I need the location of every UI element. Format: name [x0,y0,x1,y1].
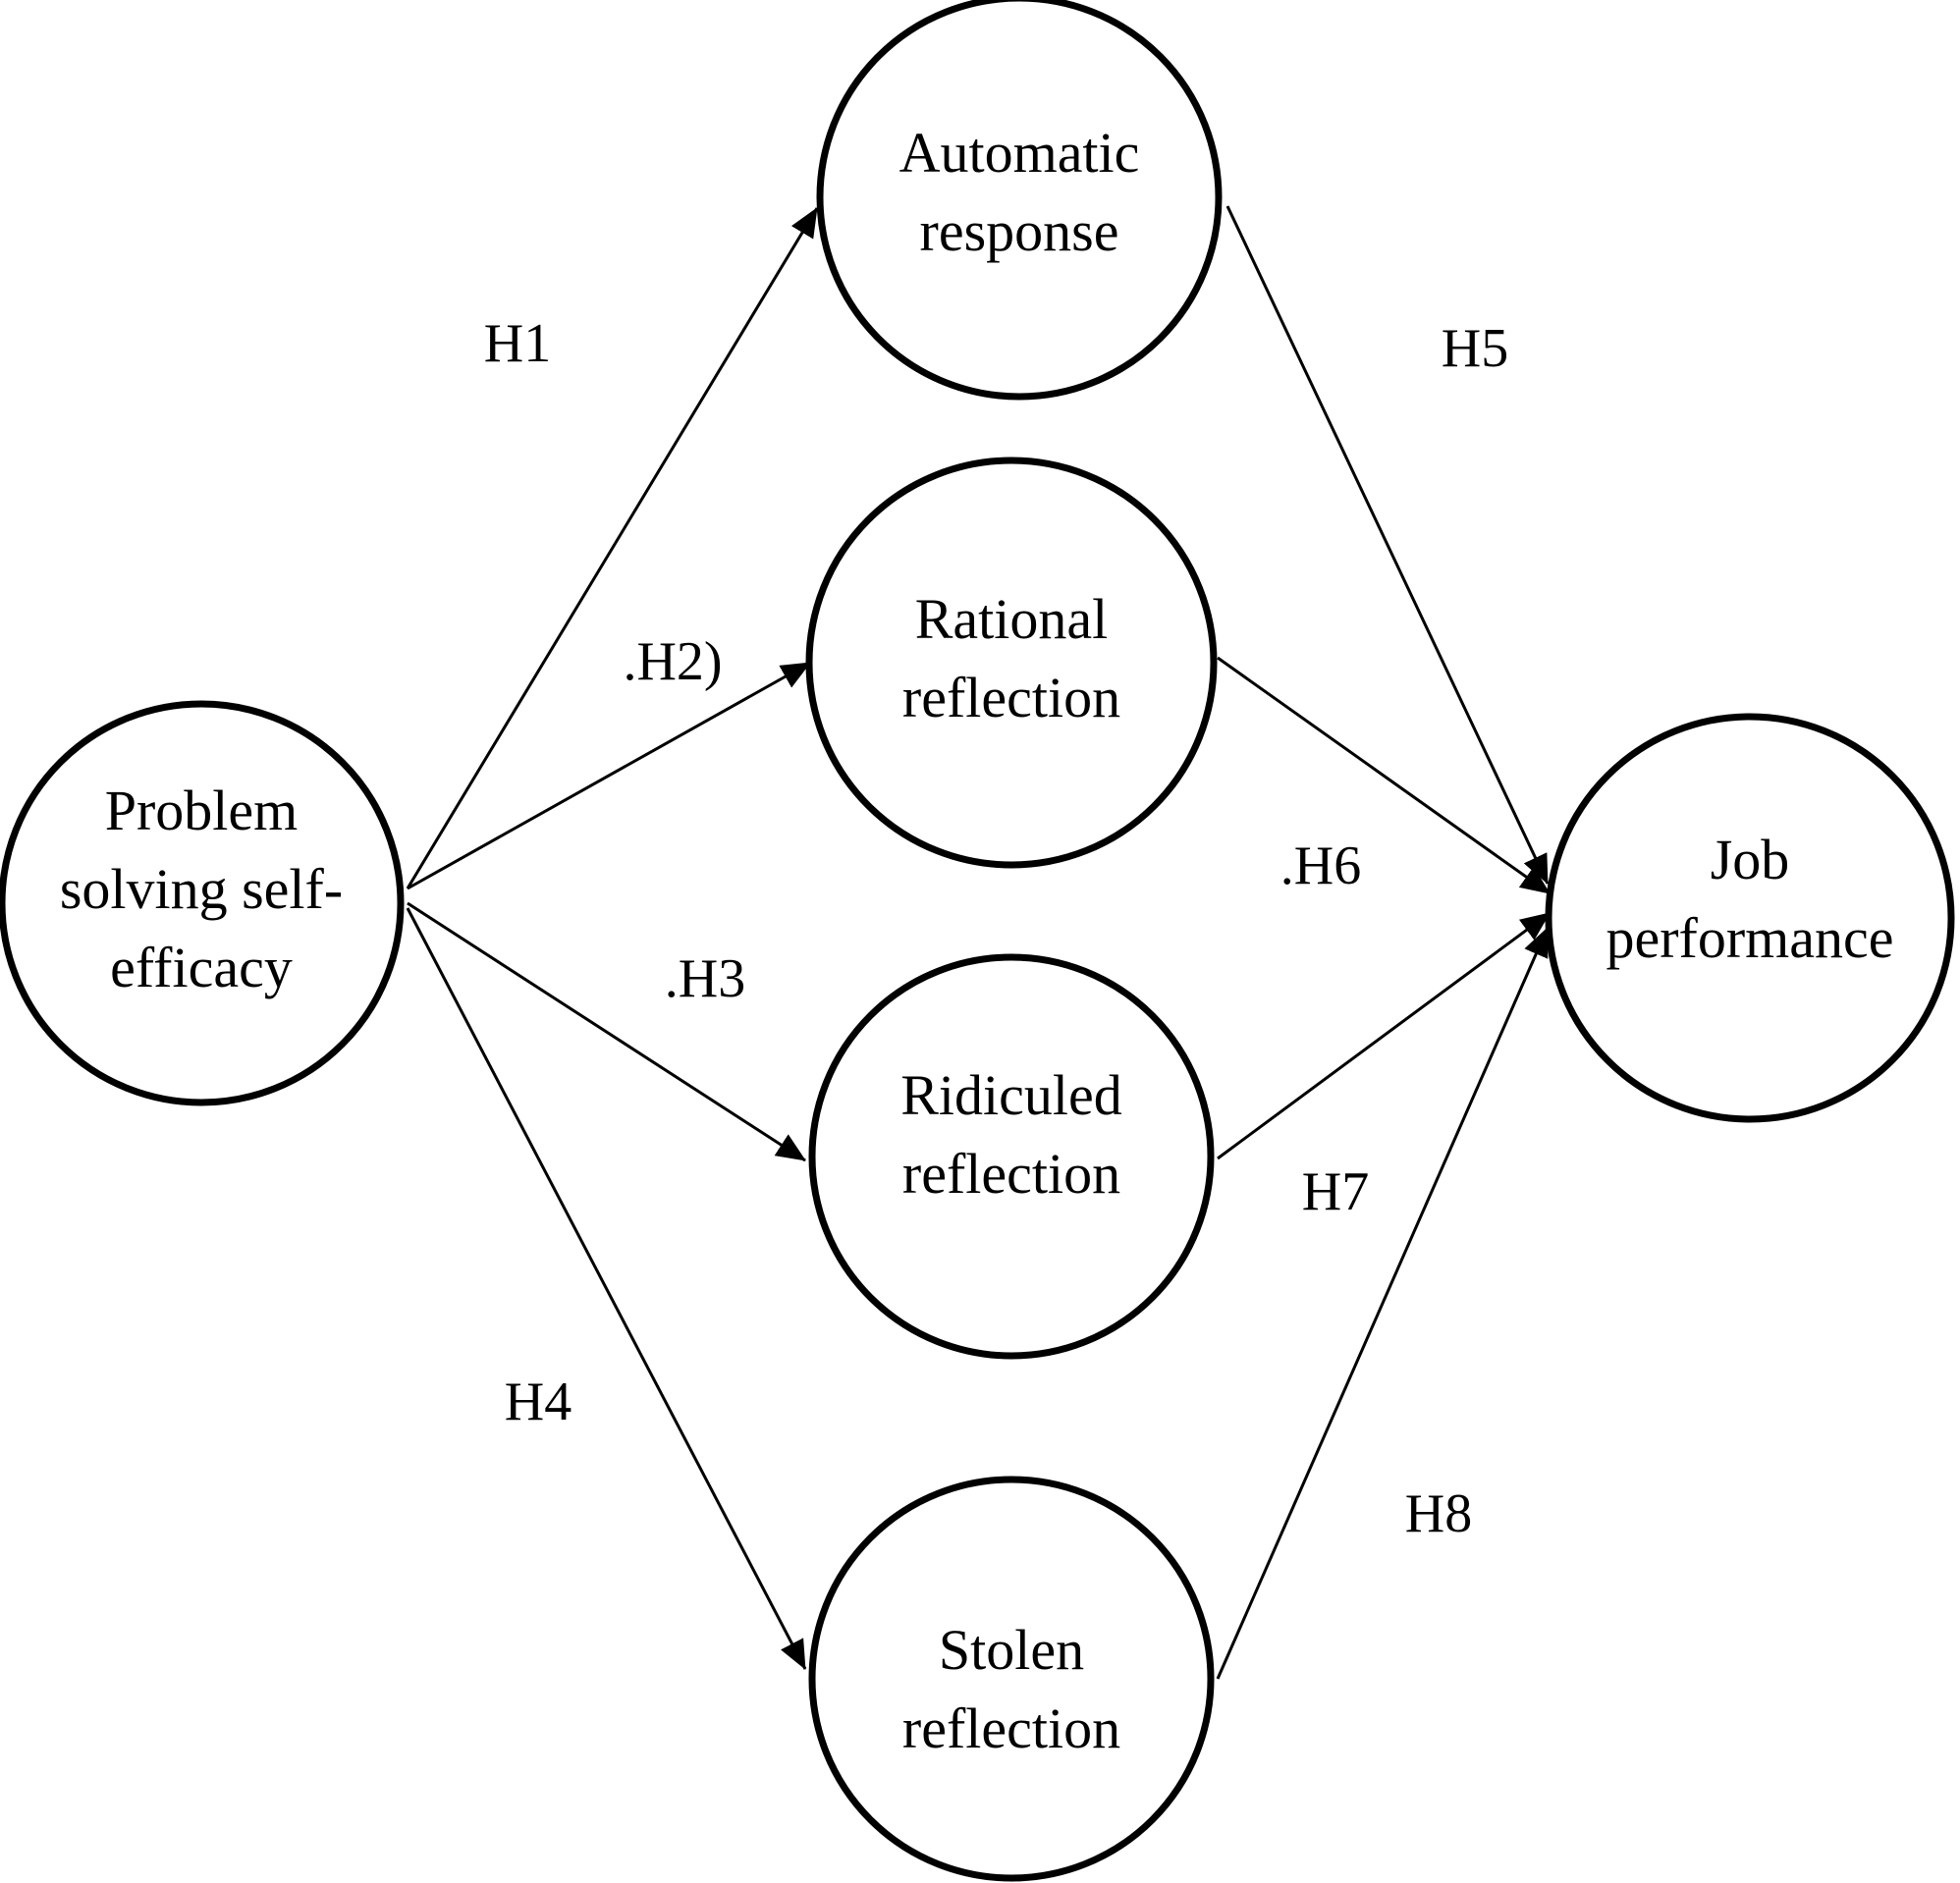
edge-label-h4: H4 [505,1372,572,1432]
edge-label-h5: H5 [1442,318,1508,379]
edge-h8-line [1216,927,1550,1680]
edge-label-h1: H1 [484,313,551,374]
node-stolen-line-2: reflection [902,1696,1120,1760]
node-auto-line-1: Automatic [899,121,1140,185]
edge-h5-line [1225,205,1550,885]
edge-label-h8: H8 [1405,1483,1472,1544]
node-rational-line-1: Rational [915,587,1109,651]
node-stolen-line-1: Stolen [939,1618,1084,1682]
node-job-line-2: performance [1606,906,1893,970]
edge-h1-line [406,207,819,889]
node-psse-line-2: solving self- [60,857,343,921]
node-rational-reflection: Rational reflection [805,457,1218,869]
edge-label-h2: .H2) [623,631,722,692]
node-psse-line-3: efficacy [110,936,293,999]
node-automatic-response: Automatic response [816,0,1223,401]
node-stolen-reflection: Stolen reflection [808,1476,1215,1882]
node-job-performance: Job performance [1545,713,1955,1123]
node-ridiculed-line-2: reflection [902,1142,1120,1206]
edge-label-h7: H7 [1302,1161,1369,1222]
edge-h7-line [1217,911,1551,1160]
edge-label-h3: .H3 [665,948,745,1009]
node-rational-line-2: reflection [902,666,1120,729]
node-auto-line-2: response [920,199,1119,263]
edge-h3-line [407,901,806,1162]
node-job-line-1: Job [1711,828,1790,891]
node-problem-solving-self-efficacy: Problem solving self- efficacy [0,700,405,1106]
edges-layer: H1 .H2) .H3 H4 H5 .H6 H7 H8 [406,205,1551,1680]
edge-h4-line [406,907,807,1670]
edge-h6-line [1217,656,1551,895]
edge-h2-line [407,661,811,890]
edge-label-h6: .H6 [1280,835,1361,896]
node-ridiculed-line-1: Ridiculed [900,1063,1122,1127]
node-ridiculed-reflection: Ridiculed reflection [808,953,1215,1360]
node-psse-line-1: Problem [105,779,299,842]
